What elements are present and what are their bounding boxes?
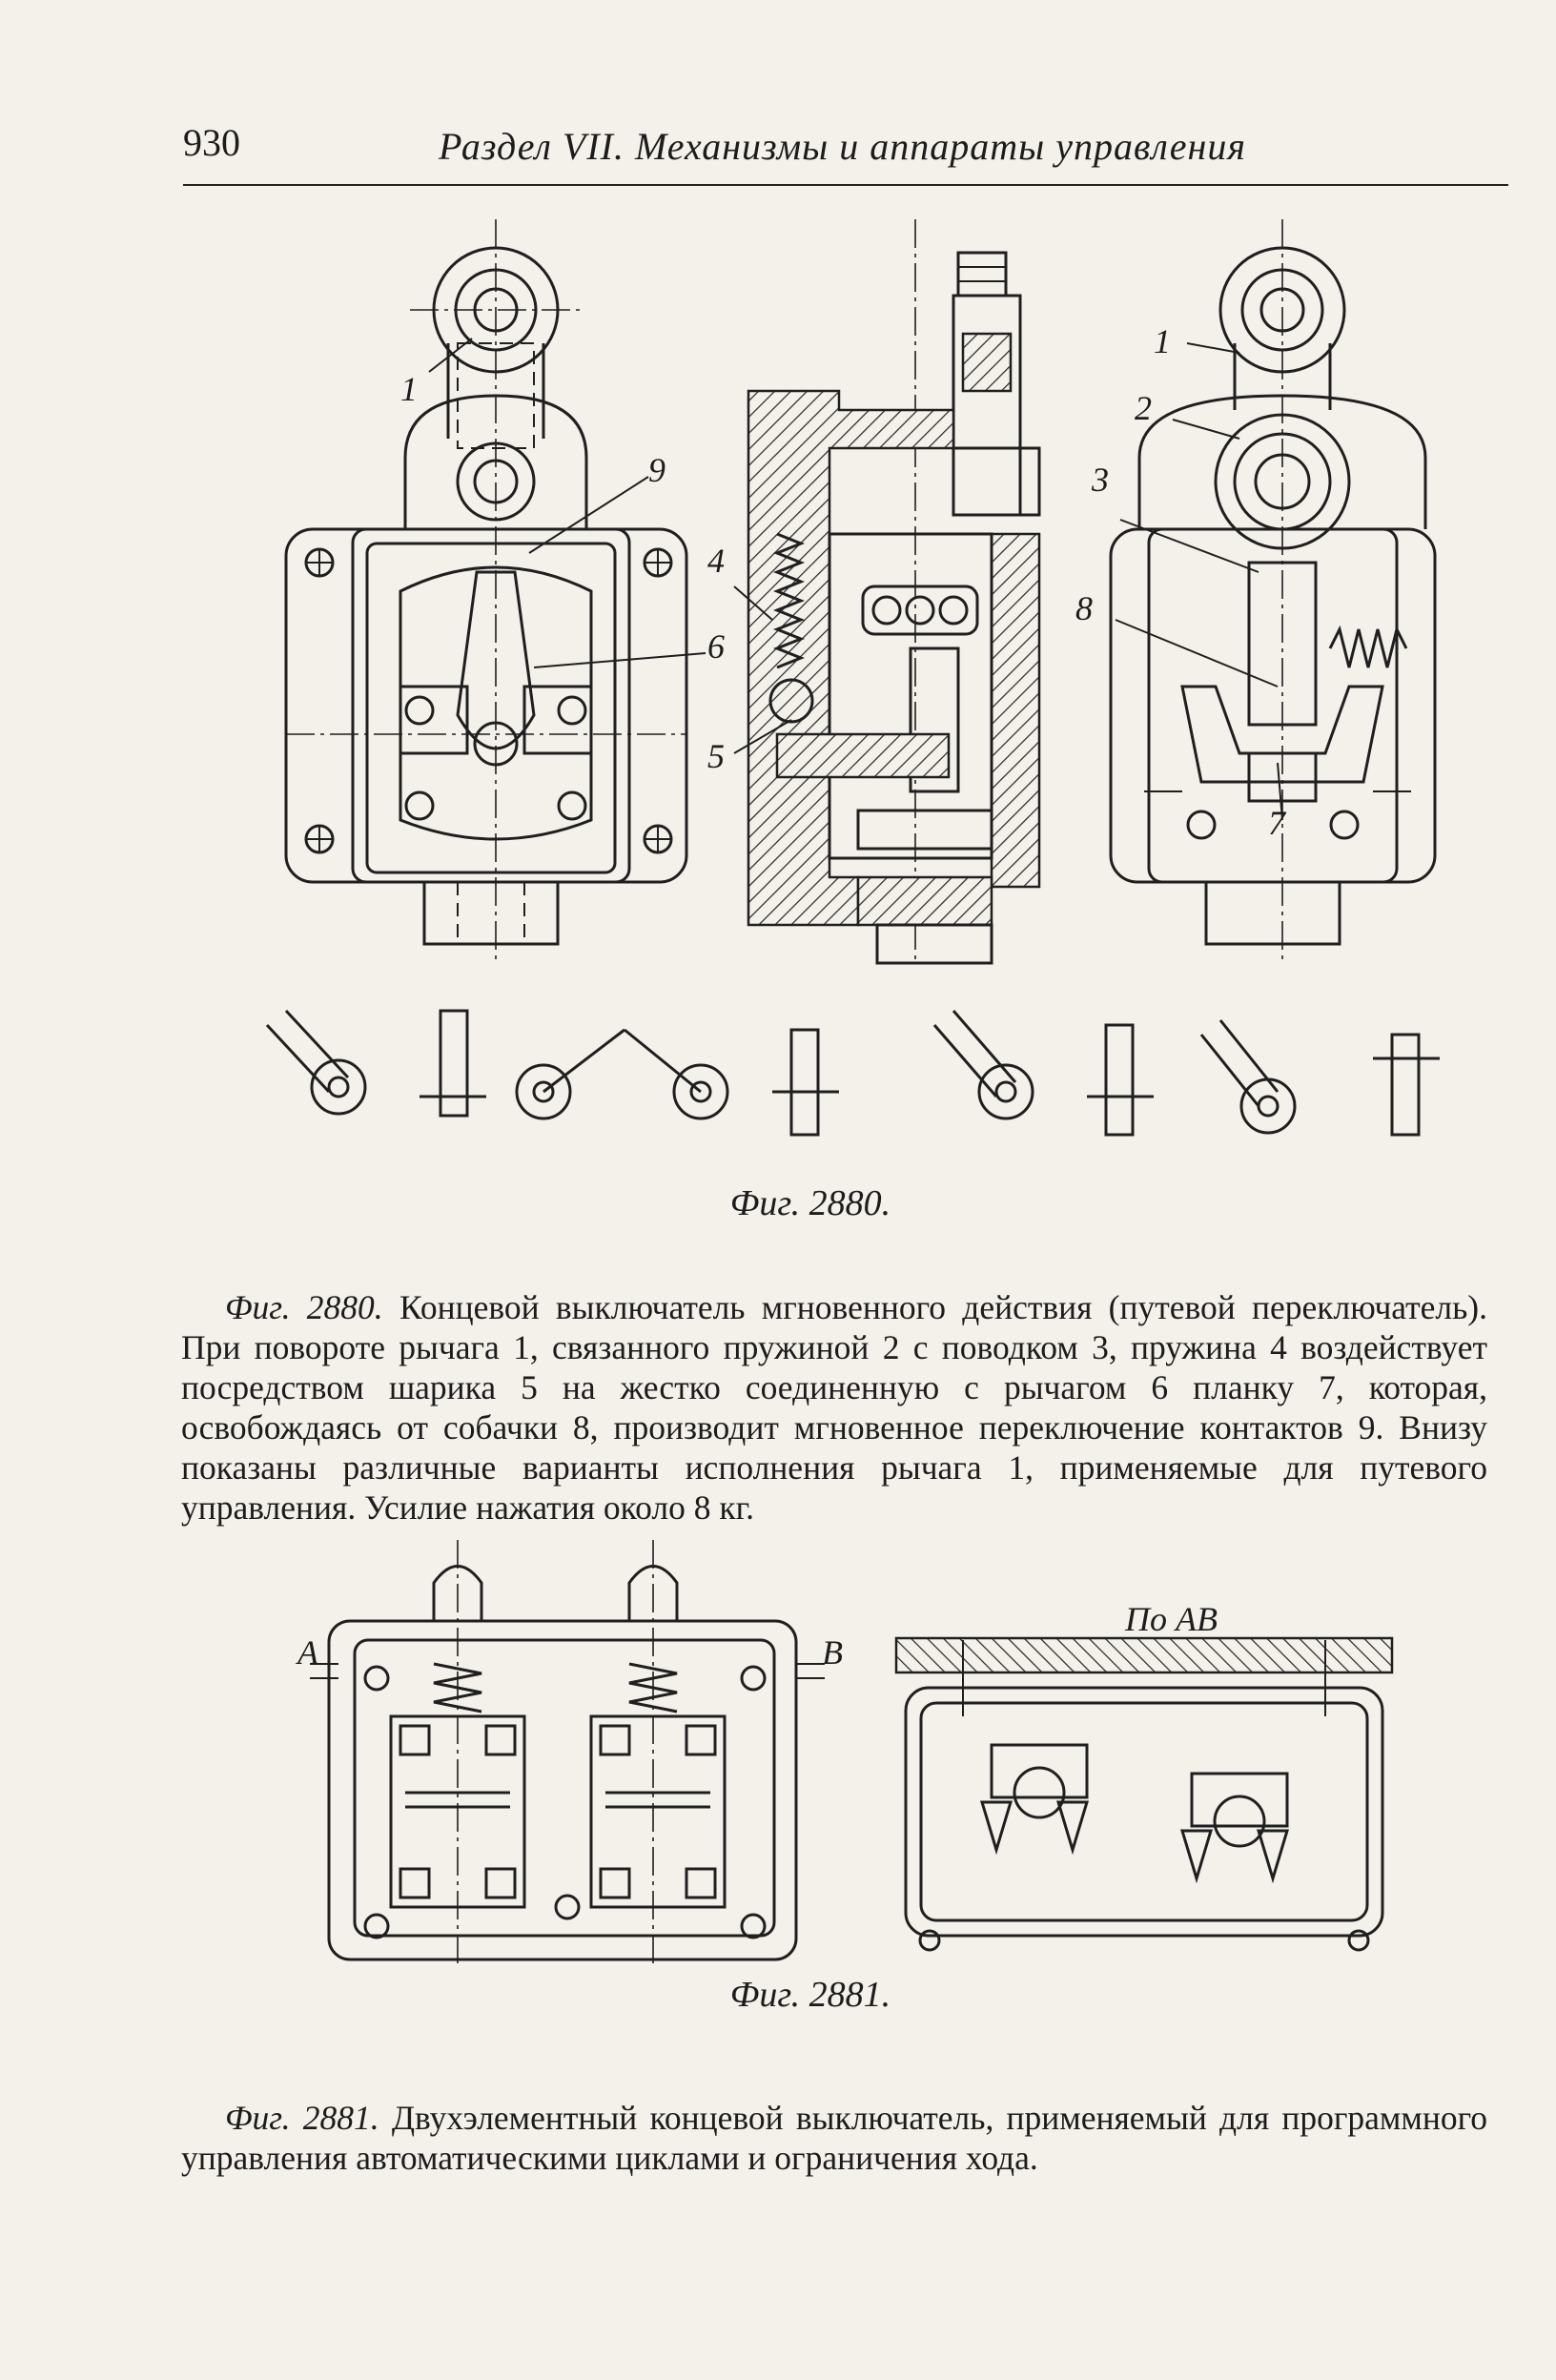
callout-6: 6 (707, 627, 725, 666)
plunger (432, 1540, 679, 1964)
section-title: По АВ (1124, 1600, 1218, 1638)
caption-text: Концевой выключатель мгновенного действи… (181, 1288, 1488, 1527)
figure-2881-label: Фиг. 2881. (729, 1975, 891, 2015)
switch-rear-view (1109, 219, 1437, 963)
lever-variants (265, 1009, 1440, 1137)
figure-2880-caption: Фиг. 2880. Концевой выключатель мгновенн… (181, 1287, 1487, 1528)
dual-switch-front (310, 1540, 825, 1964)
figure-2881-caption: Фиг. 2881. Двухэлементный концевой выклю… (181, 2098, 1487, 2178)
figure-2880-drawing: 1 9 4 6 5 1 2 3 8 7 (265, 219, 1440, 1137)
callout-8: 8 (1075, 589, 1093, 627)
figure-2880-label: Фиг. 2880. (729, 1183, 891, 1223)
header-rule (183, 184, 1508, 186)
switch-front-view (284, 219, 706, 963)
callout-7: 7 (1268, 804, 1287, 842)
caption-text-2881: Двухэлементный концевой выключатель, при… (181, 2099, 1488, 2177)
caption-figure-ref-2881: Фиг. 2881. (225, 2099, 379, 2137)
switch-section-view (733, 219, 1041, 965)
callout-2: 2 (1135, 389, 1152, 427)
callout-3: 3 (1091, 461, 1109, 499)
terminal-screw (399, 1724, 717, 1899)
callout-1-right: 1 (1154, 322, 1171, 360)
callout-9: 9 (648, 451, 665, 489)
dual-switch-section (894, 1636, 1394, 1952)
running-title: Раздел VII. Механизмы и аппараты управле… (439, 125, 1246, 168)
caption-figure-ref: Фиг. 2880. (225, 1288, 383, 1326)
section-mark-a: А (296, 1633, 319, 1672)
callout-1-left: 1 (400, 370, 418, 408)
figure-2881-drawing: А В По АВ (296, 1540, 1394, 1964)
callout-4: 4 (707, 542, 725, 580)
corner-screw (304, 547, 673, 854)
callout-5: 5 (707, 737, 725, 775)
page-number: 930 (183, 121, 240, 164)
section-mark-b: В (822, 1633, 843, 1672)
